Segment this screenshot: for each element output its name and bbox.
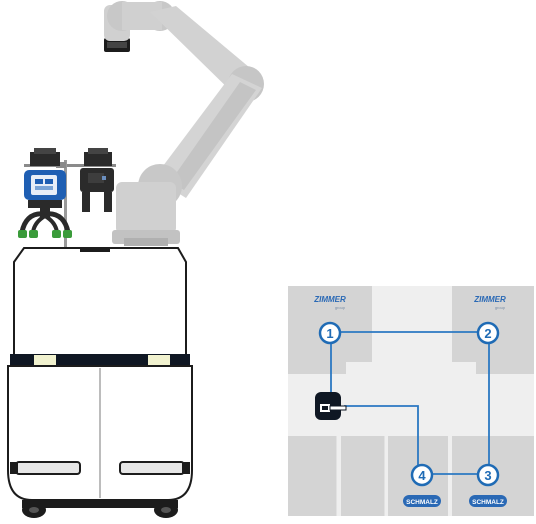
indicator-light-right	[148, 355, 170, 365]
svg-text:1: 1	[326, 326, 333, 341]
svg-text:3: 3	[484, 468, 491, 483]
svg-text:SCHMALZ: SCHMALZ	[406, 499, 438, 506]
svg-text:ZIMMER: ZIMMER	[313, 295, 346, 304]
station-node-3[interactable]: 3	[476, 463, 500, 487]
svg-text:group: group	[335, 305, 346, 310]
station-node-2[interactable]: 2	[476, 321, 500, 345]
svg-text:4: 4	[418, 468, 426, 483]
station-node-1[interactable]: 1	[318, 321, 342, 345]
schmalz-logo-3: SCHMALZ	[469, 495, 507, 507]
tool-rack	[24, 160, 116, 252]
mobile-base	[7, 247, 193, 518]
svg-text:group: group	[495, 305, 506, 310]
svg-text:2: 2	[484, 326, 491, 341]
schmalz-logo-4: SCHMALZ	[403, 495, 441, 507]
indicator-light-left	[34, 355, 56, 365]
station-node-4[interactable]: 4	[410, 463, 434, 487]
robot-arm	[104, 1, 264, 246]
parallel-gripper-icon	[80, 148, 114, 212]
vacuum-gripper-icon	[18, 148, 72, 238]
mobile-manipulator-robot-icon	[7, 1, 264, 518]
zimmer-logo-2: ZIMMER group	[473, 295, 506, 310]
svg-text:SCHMALZ: SCHMALZ	[472, 499, 504, 506]
zimmer-logo-1: ZIMMER group	[313, 295, 346, 310]
layout-top-view: ZIMMER group ZIMMER group 1	[288, 286, 534, 516]
svg-text:ZIMMER: ZIMMER	[473, 295, 506, 304]
mobile-robot-top-view-icon	[315, 392, 347, 420]
